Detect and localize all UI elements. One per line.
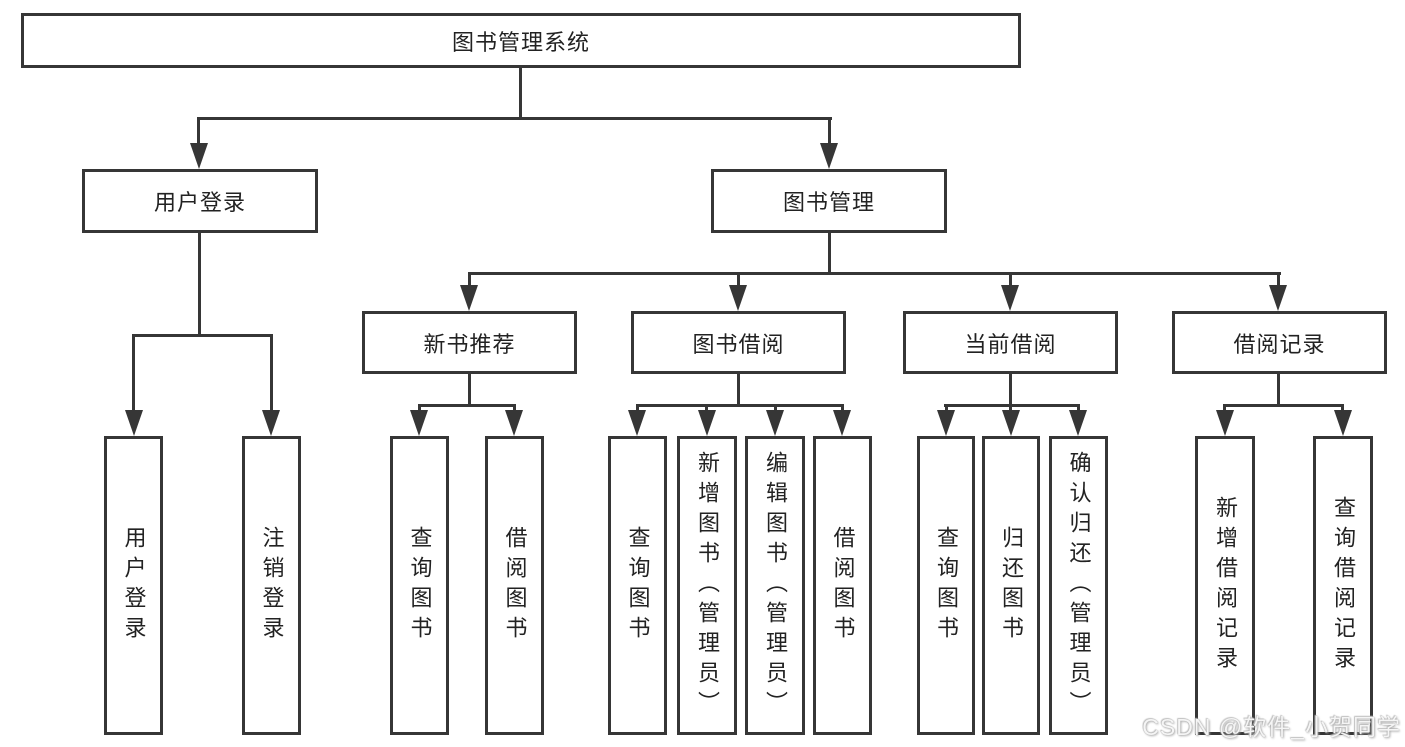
node-leaf-cb-return: 归还图书 bbox=[982, 436, 1040, 735]
node-current-borrow-label: 当前借阅 bbox=[964, 331, 1057, 357]
node-leaf-logout: 注销登录 bbox=[242, 436, 301, 735]
node-leaf-cb-query-label: 查询图书 bbox=[934, 525, 959, 646]
node-leaf-bb-edit-label: 编辑图书（管理员） bbox=[763, 450, 788, 721]
node-leaf-user-login-label: 用户登录 bbox=[121, 525, 147, 646]
node-leaf-bb-query-label: 查询图书 bbox=[625, 525, 651, 646]
arrow-down-icon bbox=[1269, 285, 1287, 311]
node-leaf-nb-borrow: 借阅图书 bbox=[485, 436, 544, 735]
edge-mgmt-hline bbox=[468, 272, 1281, 275]
edge-cb-drop-2 bbox=[1009, 404, 1012, 412]
node-leaf-bb-add: 新增图书（管理员） bbox=[677, 436, 737, 735]
edge-mgmt-drop-nb bbox=[468, 272, 471, 287]
arrow-down-icon bbox=[190, 143, 208, 169]
node-leaf-nb-borrow-label: 借阅图书 bbox=[502, 525, 528, 646]
edge-login-drop-2 bbox=[270, 334, 273, 412]
arrow-down-icon bbox=[125, 410, 143, 436]
node-leaf-nb-query: 查询图书 bbox=[390, 436, 449, 735]
node-leaf-cb-confirm: 确认归还（管理员） bbox=[1049, 436, 1108, 735]
edge-cb-drop-1 bbox=[945, 404, 948, 412]
arrow-down-icon bbox=[505, 410, 523, 436]
node-borrow-record: 借阅记录 bbox=[1172, 311, 1387, 374]
edge-login-drop-1 bbox=[132, 334, 135, 412]
arrow-down-icon bbox=[833, 410, 851, 436]
arrow-down-icon bbox=[262, 410, 280, 436]
arrow-down-icon bbox=[729, 285, 747, 311]
edge-nb-hline bbox=[418, 404, 516, 407]
edge-br-drop-2 bbox=[1341, 404, 1344, 412]
node-leaf-br-add: 新增借阅记录 bbox=[1195, 436, 1255, 735]
edge-br-stem bbox=[1277, 374, 1280, 406]
node-leaf-nb-query-label: 查询图书 bbox=[407, 525, 433, 646]
arrow-down-icon bbox=[1334, 410, 1352, 436]
node-user-login-label: 用户登录 bbox=[153, 190, 246, 215]
edge-br-hline bbox=[1223, 404, 1344, 407]
edge-root-drop-login bbox=[197, 117, 200, 145]
edge-bb-stem bbox=[737, 374, 740, 406]
edge-bb-drop-3 bbox=[774, 404, 777, 412]
node-root: 图书管理系统 bbox=[21, 13, 1021, 68]
node-borrow-record-label: 借阅记录 bbox=[1233, 331, 1326, 357]
edge-br-drop-1 bbox=[1223, 404, 1226, 412]
edge-login-stem bbox=[198, 233, 201, 336]
edge-mgmt-stem bbox=[828, 233, 831, 274]
node-leaf-cb-confirm-label: 确认归还（管理员） bbox=[1066, 450, 1092, 721]
edge-mgmt-drop-bb bbox=[737, 272, 740, 287]
edge-mgmt-drop-cb bbox=[1009, 272, 1012, 287]
arrow-down-icon bbox=[460, 285, 478, 311]
node-new-book-rec: 新书推荐 bbox=[362, 311, 577, 374]
node-current-borrow: 当前借阅 bbox=[903, 311, 1118, 374]
edge-nb-drop-2 bbox=[513, 404, 516, 412]
edge-root-drop-mgmt bbox=[828, 117, 831, 145]
edge-bb-drop-4 bbox=[841, 404, 844, 412]
arrow-down-icon bbox=[1001, 285, 1019, 311]
arrow-down-icon bbox=[820, 143, 838, 169]
node-leaf-br-query-label: 查询借阅记录 bbox=[1331, 495, 1356, 676]
node-leaf-br-add-label: 新增借阅记录 bbox=[1213, 495, 1238, 676]
node-leaf-bb-add-label: 新增图书（管理员） bbox=[695, 450, 720, 721]
node-leaf-bb-edit: 编辑图书（管理员） bbox=[745, 436, 805, 735]
node-leaf-cb-return-label: 归还图书 bbox=[999, 525, 1024, 646]
arrow-down-icon bbox=[766, 410, 784, 436]
node-new-book-rec-label: 新书推荐 bbox=[423, 331, 516, 357]
edge-bb-hline bbox=[636, 404, 844, 407]
edge-cb-hline bbox=[944, 404, 1080, 407]
node-leaf-logout-label: 注销登录 bbox=[259, 525, 285, 646]
arrow-down-icon bbox=[1002, 410, 1020, 436]
node-user-login: 用户登录 bbox=[82, 169, 318, 233]
arrow-down-icon bbox=[698, 410, 716, 436]
edge-cb-stem bbox=[1009, 374, 1012, 406]
node-book-borrow-label: 图书借阅 bbox=[692, 331, 785, 357]
node-leaf-user-login: 用户登录 bbox=[104, 436, 163, 735]
arrow-down-icon bbox=[937, 410, 955, 436]
node-book-borrow: 图书借阅 bbox=[631, 311, 846, 374]
node-leaf-bb-query: 查询图书 bbox=[608, 436, 667, 735]
node-leaf-br-query: 查询借阅记录 bbox=[1313, 436, 1373, 735]
edge-login-hline bbox=[132, 334, 273, 337]
edge-mgmt-drop-br bbox=[1277, 272, 1280, 287]
node-leaf-cb-query: 查询图书 bbox=[917, 436, 975, 735]
node-book-mgmt-label: 图书管理 bbox=[782, 190, 875, 215]
csdn-watermark: CSDN @软件_小贺同学 bbox=[1142, 714, 1401, 740]
node-leaf-bb-borrow: 借阅图书 bbox=[813, 436, 872, 735]
edge-nb-stem bbox=[468, 374, 471, 406]
edge-root-stem bbox=[519, 68, 522, 119]
node-root-label: 图书管理系统 bbox=[451, 29, 590, 55]
edge-bb-drop-2 bbox=[705, 404, 708, 412]
node-leaf-bb-borrow-label: 借阅图书 bbox=[830, 525, 856, 646]
arrow-down-icon bbox=[410, 410, 428, 436]
arrow-down-icon bbox=[628, 410, 646, 436]
edge-bb-drop-1 bbox=[636, 404, 639, 412]
edge-nb-drop-1 bbox=[418, 404, 421, 412]
edge-root-hline bbox=[197, 117, 832, 120]
arrow-down-icon bbox=[1216, 410, 1234, 436]
edge-cb-drop-3 bbox=[1077, 404, 1080, 412]
arrow-down-icon bbox=[1069, 410, 1087, 436]
node-book-mgmt: 图书管理 bbox=[711, 169, 947, 233]
